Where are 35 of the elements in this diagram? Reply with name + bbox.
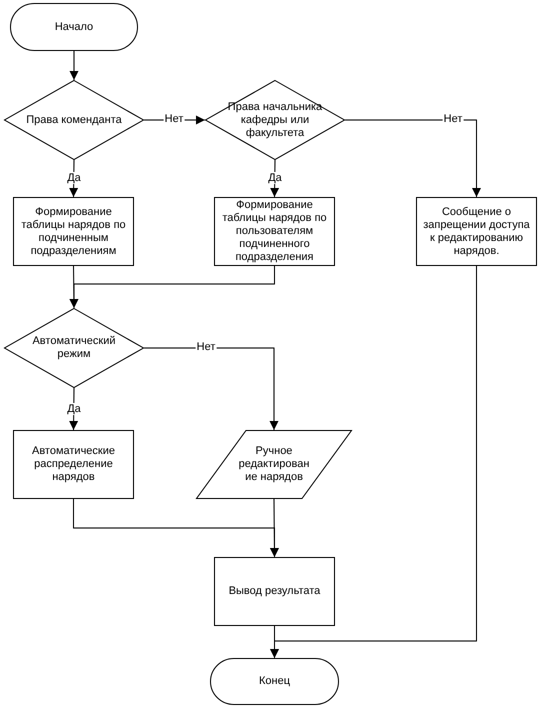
terminal-shape <box>210 658 339 705</box>
node-text: Автоматические распределение нарядов <box>30 445 116 484</box>
edge-label: Да <box>66 403 82 415</box>
process-box <box>214 197 335 266</box>
arrow <box>270 266 477 658</box>
node-text: Начало <box>54 20 94 34</box>
decision-diamond <box>205 80 345 160</box>
edge-label: Да <box>66 172 82 184</box>
process-box <box>13 430 134 499</box>
node-text: Ручное редактирован ие нарядов <box>238 445 310 484</box>
edge-label: Нет <box>164 113 184 125</box>
node-text: Вывод результата <box>228 585 322 598</box>
node-text: Права начальника кафедры или факультета <box>226 100 324 140</box>
terminal-shape <box>10 3 138 51</box>
node-text: Права коменданта <box>25 114 123 126</box>
process-box <box>13 197 134 266</box>
arrow <box>144 116 206 124</box>
node-text: Автоматический режим <box>31 335 117 361</box>
arrow <box>344 120 481 198</box>
decision-diamond <box>4 308 144 388</box>
decision-diamond <box>4 80 144 160</box>
node-text: Формирование таблицы нарядов по подчиненным подразделениям <box>20 206 127 258</box>
edge-label: Нет <box>442 113 464 125</box>
edge-label: Нет <box>196 341 216 353</box>
manual-input-parallelogram <box>196 430 352 499</box>
arrow <box>270 498 279 558</box>
arrow <box>70 266 275 308</box>
arrow <box>70 50 78 80</box>
process-box <box>416 197 537 266</box>
node-text: Конец <box>258 675 292 688</box>
node-text: Формирование таблицы нарядов по пользователям подчиненного подразделения <box>221 199 328 264</box>
process-box <box>214 557 335 626</box>
node-text: Сообщение о запрещении доступа к редактированию нарядов. <box>422 206 531 258</box>
edge-label: Да <box>267 172 283 184</box>
arrow <box>144 348 278 430</box>
